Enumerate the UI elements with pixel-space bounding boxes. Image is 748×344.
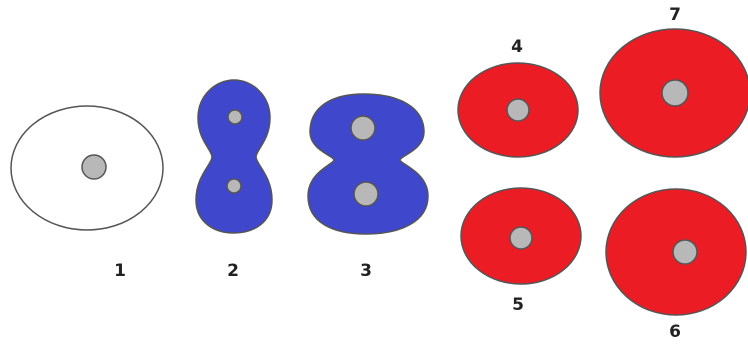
shape-3-core-top (351, 116, 375, 140)
label-7: 7 (669, 5, 681, 25)
shape-3 (308, 94, 428, 234)
label-1: 1 (114, 261, 126, 281)
shape-7 (600, 29, 748, 157)
shape-5-core (510, 227, 532, 249)
shape-2-body (196, 80, 272, 233)
shape-1-core (82, 155, 106, 179)
label-5: 5 (512, 295, 524, 315)
shape-5 (461, 188, 581, 284)
shape-3-body (308, 94, 428, 234)
shape-4-core (507, 99, 529, 121)
shape-3-core-bottom (354, 182, 378, 206)
label-6: 6 (669, 322, 681, 342)
shape-2 (196, 80, 272, 233)
label-4: 4 (511, 37, 523, 57)
shape-6 (606, 189, 746, 315)
shape-1 (11, 106, 163, 230)
shape-6-core (673, 240, 697, 264)
label-3: 3 (360, 261, 372, 281)
label-2: 2 (227, 261, 239, 281)
shape-2-core-bottom (227, 179, 241, 193)
shape-2-core-top (228, 110, 242, 124)
shape-7-core (662, 80, 688, 106)
shape-4 (458, 63, 578, 157)
